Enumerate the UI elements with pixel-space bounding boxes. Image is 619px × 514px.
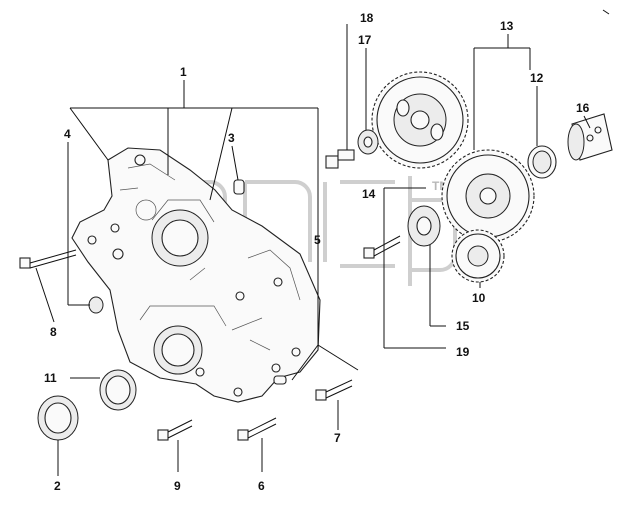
washer-17 — [357, 129, 379, 155]
bolt-7 — [315, 379, 353, 401]
seal-ring-11 — [99, 369, 137, 411]
bushing-12 — [527, 145, 557, 179]
callout-10: 10 — [472, 291, 486, 305]
callout-8: 8 — [50, 325, 57, 339]
bolt-19 — [363, 235, 401, 259]
callout-13: 13 — [500, 19, 514, 33]
plug-4 — [88, 296, 104, 314]
leader-lines — [35, 9, 610, 476]
thrust-plate-15 — [407, 205, 441, 247]
callout-3: 3 — [228, 131, 235, 145]
bolt-9 — [157, 419, 193, 441]
callout-14: 14 — [362, 187, 376, 201]
dowel-pin-5 — [273, 375, 287, 385]
callout-18: 18 — [360, 11, 374, 25]
idler-gear-13 — [441, 149, 535, 243]
callout-6: 6 — [258, 479, 265, 493]
callout-labels: 1 2 3 4 5 6 7 8 9 10 11 12 13 14 15 16 1… — [44, 11, 590, 493]
callout-11: 11 — [44, 371, 57, 385]
callout-1: 1 — [180, 65, 187, 79]
idler-gear-large — [371, 71, 469, 169]
oil-seal-2 — [37, 395, 79, 441]
bolt-6 — [237, 417, 277, 441]
dowel-pin-3 — [233, 179, 245, 195]
idler-shaft-16 — [567, 113, 613, 161]
callout-16: 16 — [576, 101, 590, 115]
callout-17: 17 — [358, 33, 372, 47]
small-gear-10 — [451, 229, 505, 283]
callout-15: 15 — [456, 319, 470, 333]
callout-2: 2 — [54, 479, 61, 493]
callout-7: 7 — [334, 431, 341, 445]
bolt-18 — [325, 149, 355, 169]
callout-4: 4 — [64, 127, 71, 141]
callout-9: 9 — [174, 479, 181, 493]
callout-19: 19 — [456, 345, 470, 359]
callout-12: 12 — [530, 71, 544, 85]
timing-case-cover — [71, 147, 321, 403]
callout-5: 5 — [314, 233, 321, 247]
